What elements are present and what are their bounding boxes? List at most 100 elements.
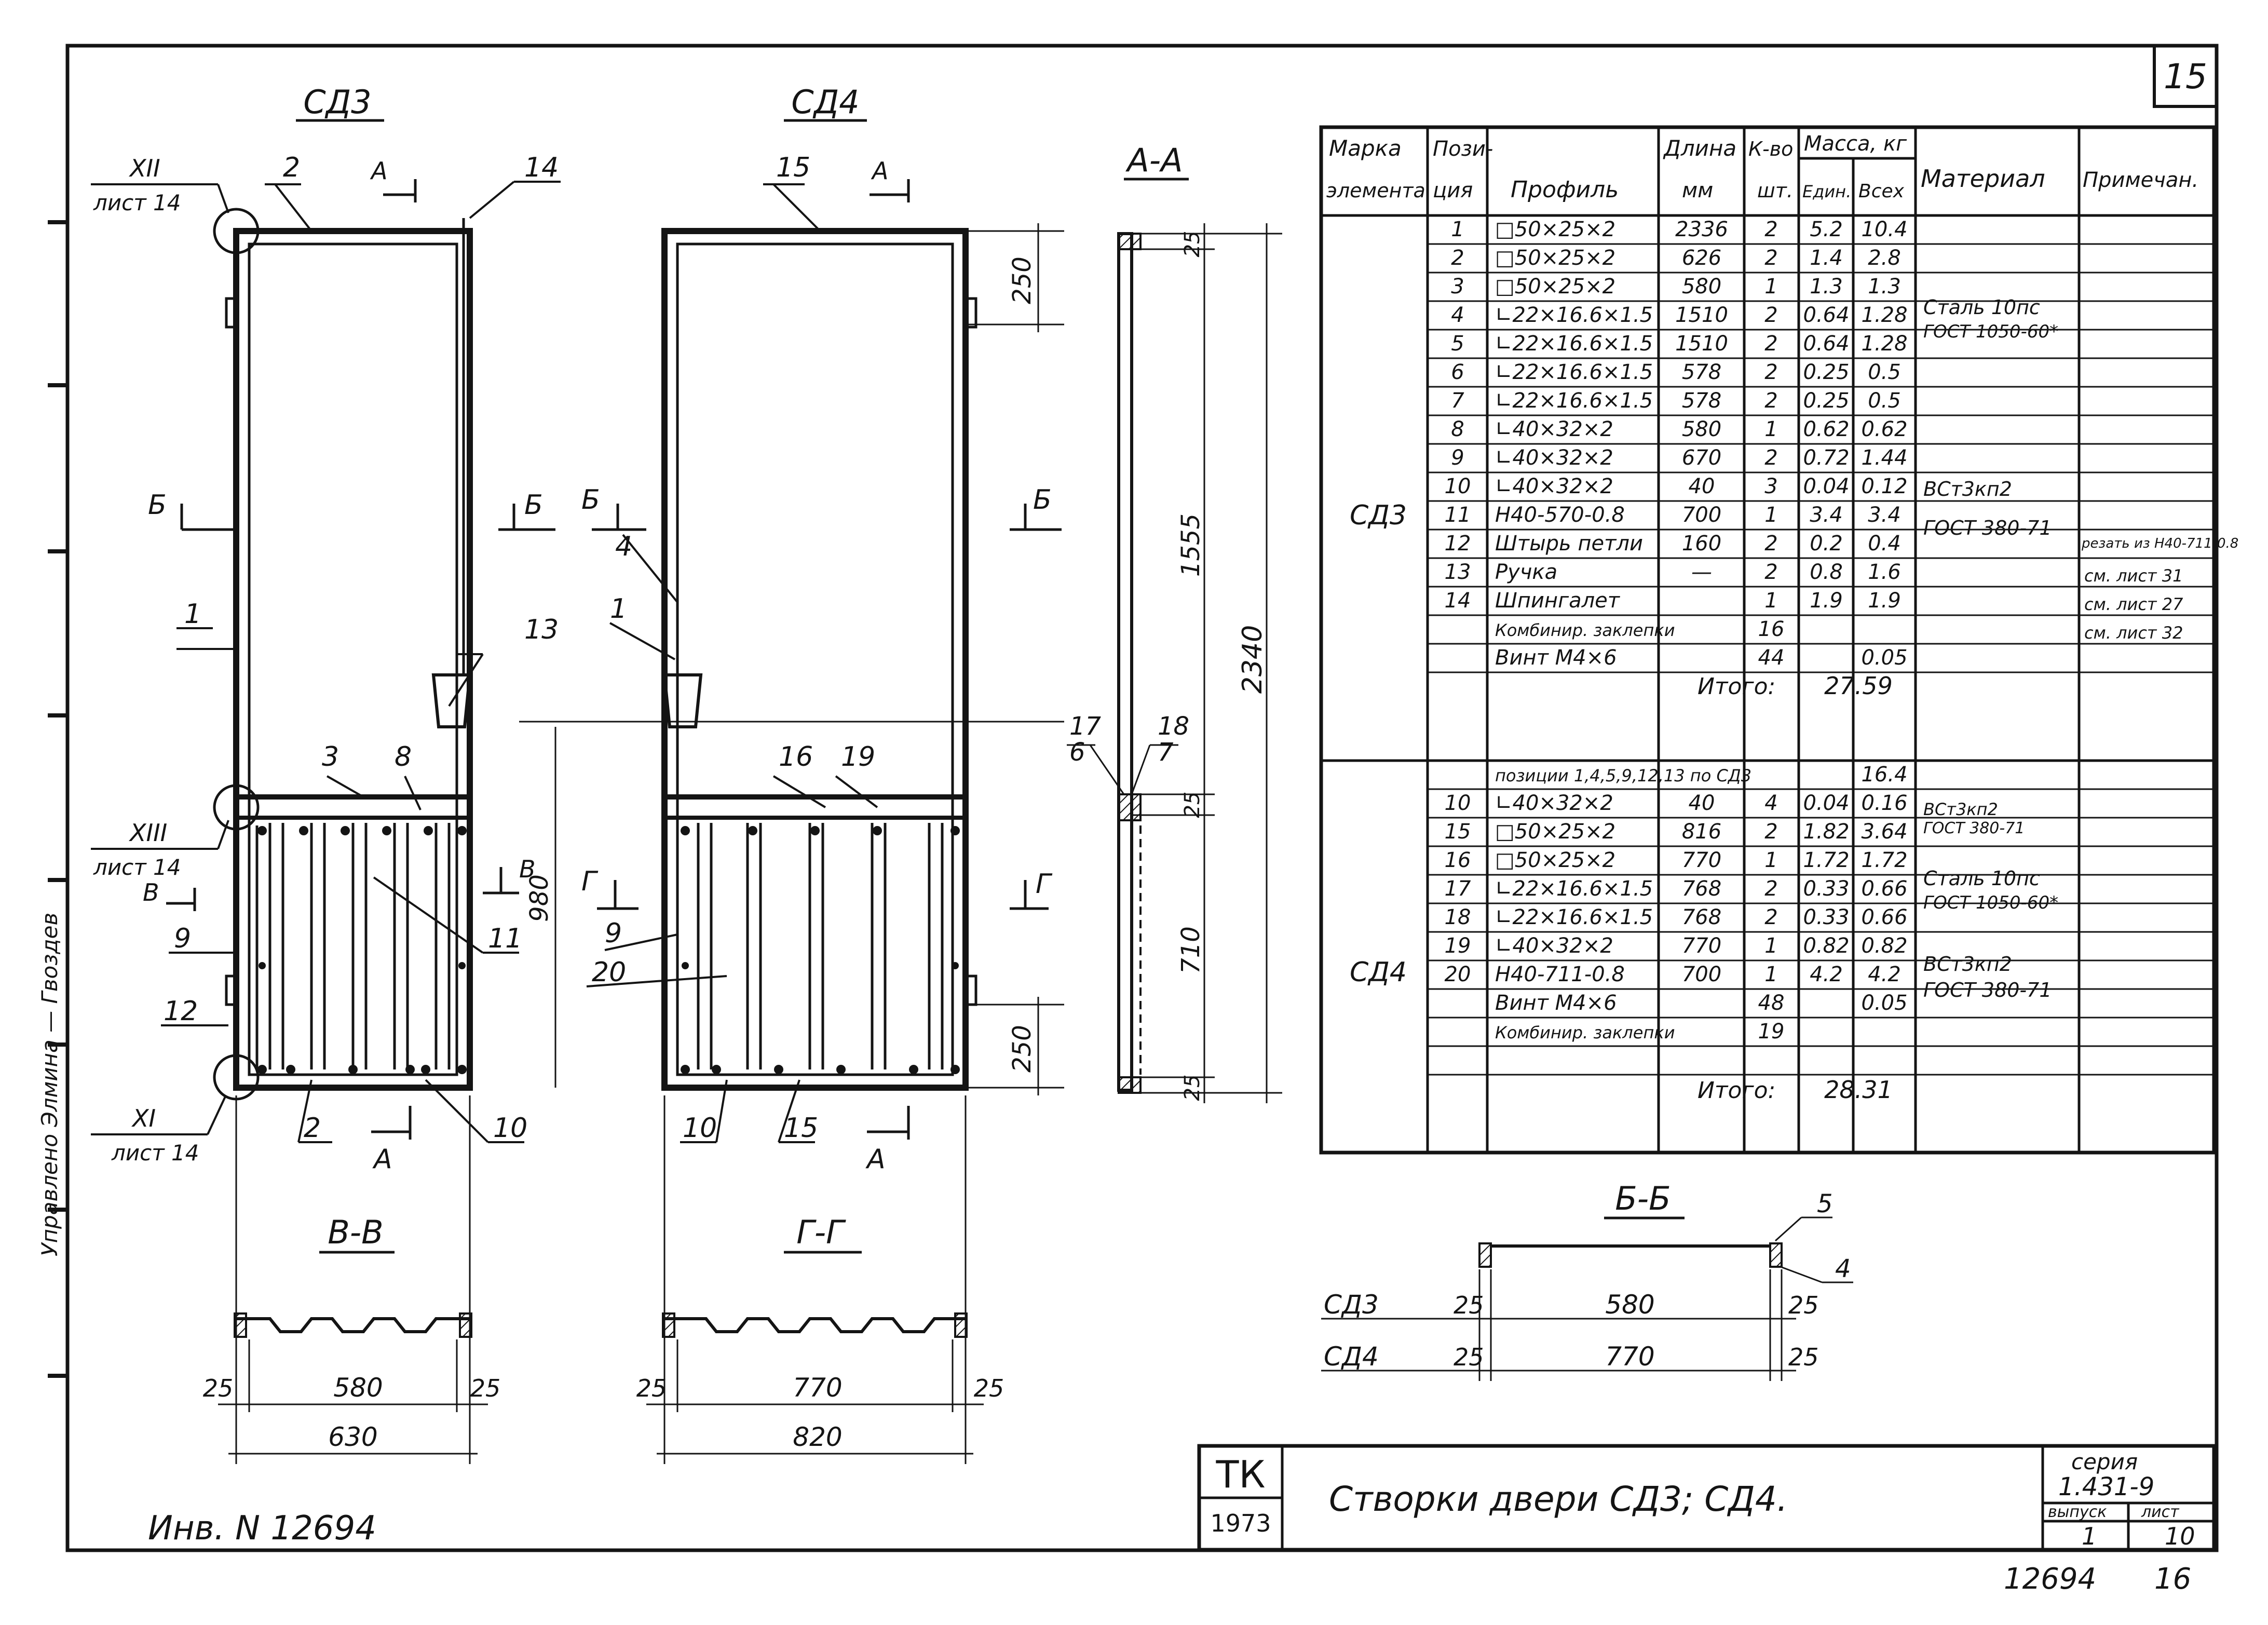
svg-text:Г: Г (581, 866, 599, 897)
sd4-total: 28.31 (1824, 1076, 1893, 1104)
table-cell: 0.33 (1803, 877, 1849, 901)
table-cell: 5 (1451, 332, 1464, 356)
table-cell: 2 (1764, 246, 1777, 270)
table-cell: 16 (1758, 617, 1785, 641)
svg-text:25: 25 (1788, 1343, 1819, 1371)
table-cell: 9 (1451, 446, 1464, 470)
svg-text:Длина: Длина (1663, 136, 1736, 161)
table-cell: 0.72 (1803, 446, 1849, 470)
table-cell: 8 (1451, 417, 1464, 441)
table-cell: 18 (1445, 905, 1471, 929)
svg-text:25: 25 (974, 1374, 1004, 1402)
table-cell: 11 (1445, 503, 1471, 527)
table-cell: 7 (1451, 389, 1464, 413)
year: 1973 (1210, 1509, 1271, 1537)
svg-text:1: 1 (184, 599, 201, 630)
svg-text:25: 25 (203, 1374, 234, 1402)
material: ГОСТ 380-71 (1923, 819, 2025, 837)
svg-text:710: 710 (1176, 926, 1205, 974)
drawing-title: Створки двери СД3; СД4. (1329, 1479, 1788, 1519)
table-cell: 1.4 (1810, 246, 1843, 270)
svg-text:11: 11 (488, 923, 522, 954)
material: ВСт3кп2 (1923, 478, 2012, 500)
svg-text:Б: Б (148, 490, 167, 521)
svg-text:250: 250 (1008, 256, 1037, 304)
table-cell: Н40-711-0.8 (1495, 963, 1625, 986)
table-cell: 10 (1445, 791, 1471, 815)
table-cell: 580 (1682, 275, 1721, 299)
svg-text:770: 770 (1605, 1342, 1654, 1372)
svg-text:6: 6 (1069, 738, 1085, 767)
title-block: ТК 1973 Створки двери СД3; СД4. серия 1.… (1197, 1444, 2216, 1552)
material: ГОСТ 1050-60* (1923, 892, 2058, 913)
svg-text:25: 25 (1454, 1343, 1484, 1371)
svg-text:шт.: шт. (1757, 179, 1793, 202)
table-cell: 1.28 (1861, 303, 1907, 327)
detail-refs: XII лист 14 XIII лист 14 XI лист 14 (91, 154, 229, 1166)
table-cell: ∟22×16.6×1.5 (1495, 360, 1653, 384)
table-cell: 0.25 (1803, 389, 1849, 413)
section-vv: В-В 25 580 25 630 (203, 1213, 500, 1455)
table-cell: 770 (1682, 848, 1721, 872)
table-cell: 1.72 (1861, 848, 1907, 872)
sd3-label-numbers: 2 14 1 3 8 9 11 12 13 2 10 (164, 152, 559, 1144)
svg-text:9: 9 (605, 918, 622, 949)
table-cell: 0.16 (1861, 791, 1907, 815)
table-cell: 1510 (1675, 303, 1728, 327)
svg-text:XIII: XIII (129, 819, 167, 847)
table-cell: 0.62 (1861, 417, 1907, 441)
table-cell: 3.4 (1810, 503, 1843, 527)
table-cell: 816 (1682, 820, 1721, 844)
svg-text:3: 3 (322, 741, 339, 773)
section-letters-sd3: Б Б В В А А (143, 157, 543, 1175)
table-cell: 0.33 (1803, 905, 1849, 929)
svg-text:16: 16 (779, 741, 813, 773)
svg-text:Профиль: Профиль (1511, 177, 1619, 203)
table-cell: 1 (1764, 848, 1777, 872)
sd3-total: 27.59 (1824, 672, 1893, 700)
svg-text:лист 14: лист 14 (111, 1140, 199, 1166)
table-cell: 0.64 (1803, 303, 1849, 327)
table-cell: 10.4 (1861, 218, 1907, 241)
svg-text:10: 10 (683, 1113, 717, 1144)
table-cell: 5.2 (1810, 218, 1843, 241)
svg-text:Б: Б (524, 490, 543, 521)
table-cell: ∟22×16.6×1.5 (1495, 389, 1653, 413)
svg-text:1: 1 (610, 593, 627, 625)
table-cell: 40 (1689, 475, 1715, 498)
table-cell: 14 (1445, 589, 1471, 613)
table-cell: 0.66 (1861, 905, 1907, 929)
table-cell: 2 (1764, 532, 1777, 556)
svg-text:В: В (519, 855, 536, 883)
table-cell: 2 (1764, 218, 1777, 241)
table-cell: 0.12 (1861, 475, 1907, 498)
table-cell: 0.04 (1803, 791, 1849, 815)
table-cell: 1 (1764, 589, 1777, 613)
svg-text:13: 13 (524, 614, 559, 645)
table-cell: 19 (1445, 934, 1471, 958)
material: ВСт3кп2 (1923, 953, 2012, 976)
table-cell: Винт М4×6 (1495, 646, 1617, 670)
table-cell: 2 (1764, 332, 1777, 356)
table-cell: Винт М4×6 (1495, 991, 1617, 1015)
table-cell: 700 (1682, 503, 1721, 527)
table-cell: 13 (1445, 560, 1471, 584)
bottom-page: 16 (2154, 1562, 2191, 1596)
table-cell: 1510 (1675, 332, 1728, 356)
table-cell: ∟40×32×2 (1495, 475, 1613, 498)
svg-text:1: 1 (2082, 1522, 2097, 1550)
svg-text:выпуск: выпуск (2048, 1503, 2107, 1521)
table-cell: 4.2 (1810, 963, 1843, 986)
table-cell: 2 (1764, 389, 1777, 413)
svg-text:250: 250 (1008, 1025, 1037, 1073)
table-cell: 16.4 (1861, 763, 1907, 787)
table-cell: 580 (1682, 417, 1721, 441)
table-cell: 16 (1445, 848, 1471, 872)
note: см. лист 27 (2084, 594, 2183, 614)
table-cell: 0.04 (1803, 475, 1849, 498)
table-cell: □50×25×2 (1495, 218, 1615, 241)
svg-text:Материал: Материал (1921, 165, 2045, 193)
table-cell: Штырь петли (1495, 532, 1643, 556)
section-markers-sd4 (592, 179, 1062, 1140)
table-cell: 1.9 (1810, 589, 1843, 613)
